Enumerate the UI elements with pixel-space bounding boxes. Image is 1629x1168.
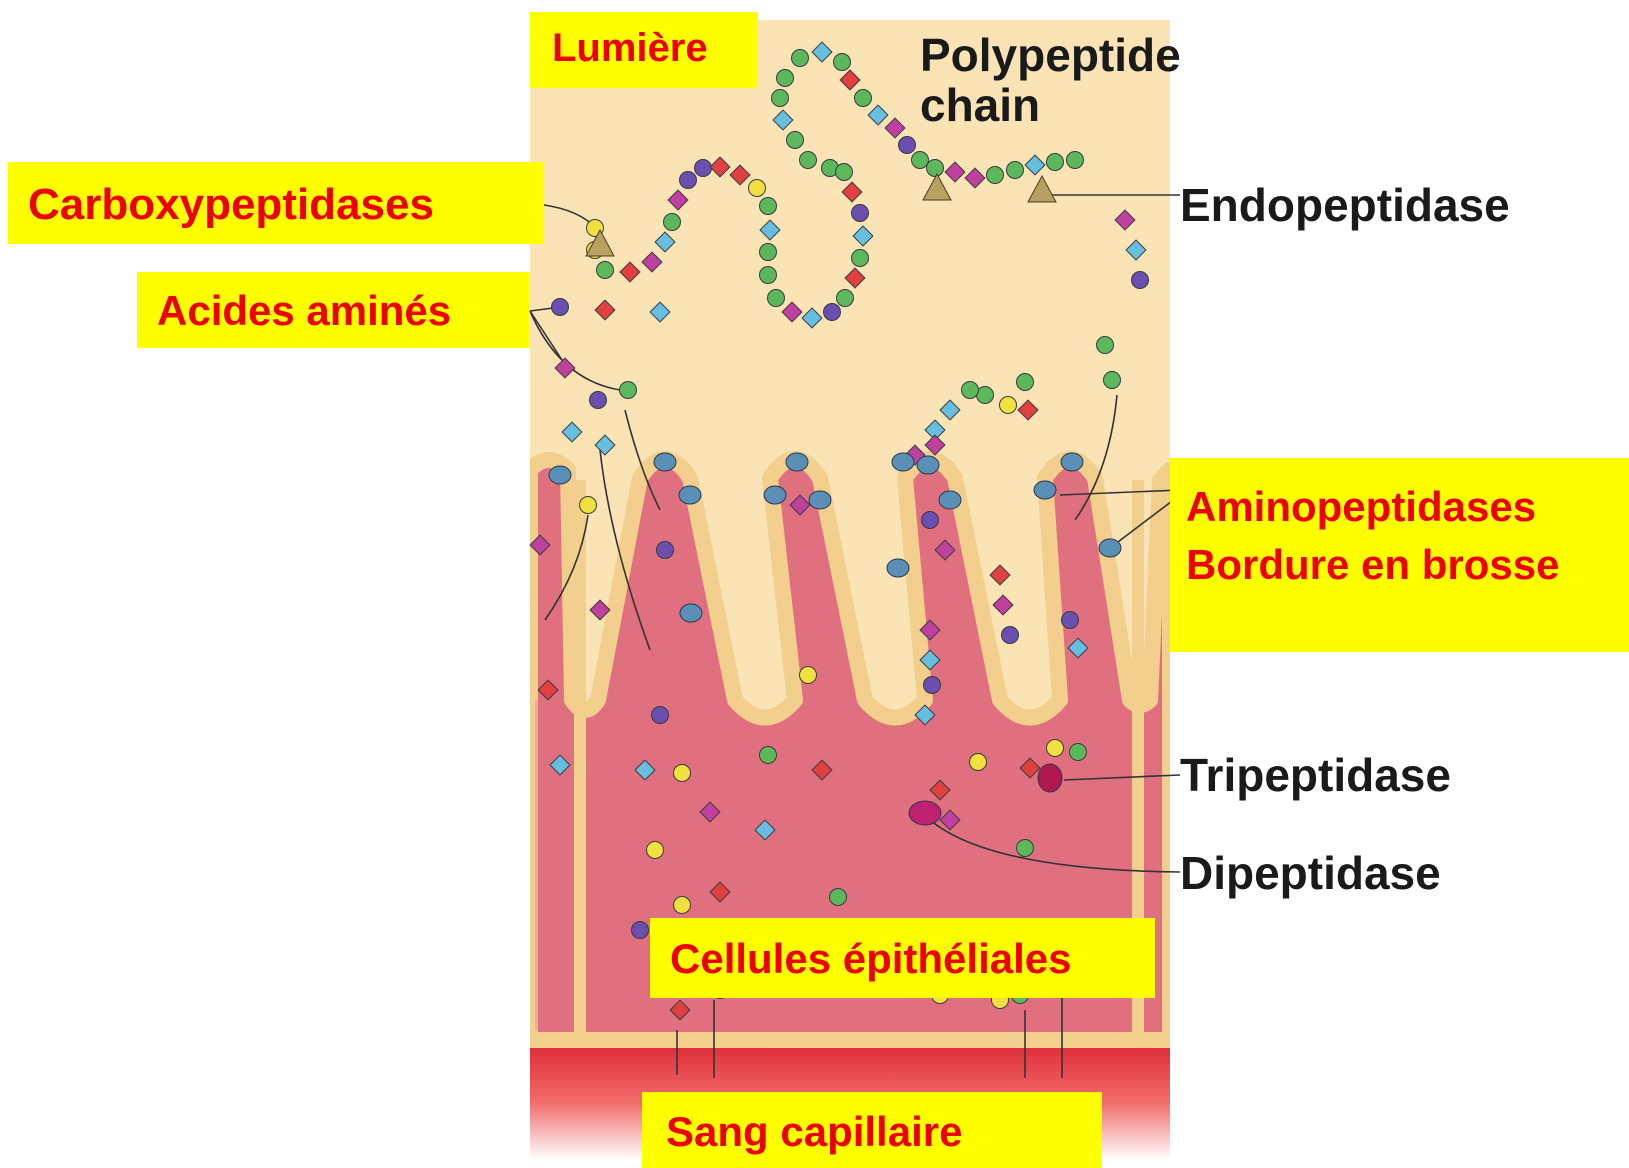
- amino-acid: [1002, 627, 1019, 644]
- amino-acid: [836, 164, 853, 181]
- amino-acid: [927, 160, 944, 177]
- amino-acid: [987, 167, 1004, 184]
- amino-acid: [590, 392, 607, 409]
- amino-acid: [749, 180, 766, 197]
- aminopeptidase-enzyme: [917, 456, 939, 474]
- aminopeptidase-enzyme: [1034, 481, 1056, 499]
- amino-acid: [1007, 162, 1024, 179]
- aminopeptidase-enzyme: [809, 491, 831, 509]
- label-sang-capillaire: Sang capillaire: [642, 1092, 1102, 1168]
- amino-acid: [674, 897, 691, 914]
- amino-acid: [1062, 612, 1079, 629]
- amino-acid: [1047, 154, 1064, 171]
- amino-acid: [970, 754, 987, 771]
- aminopeptidase-enzyme: [786, 453, 808, 471]
- aminopeptidase-enzyme: [892, 453, 914, 471]
- aminopeptidase-enzyme: [549, 466, 571, 484]
- amino-acid: [1000, 397, 1017, 414]
- cell-divider: [535, 700, 538, 1030]
- amino-acid: [760, 747, 777, 764]
- amino-acid: [657, 542, 674, 559]
- amino-acid: [852, 250, 869, 267]
- aminopeptidase-enzyme: [1061, 453, 1083, 471]
- amino-acid: [597, 262, 614, 279]
- aminopeptidase-enzyme: [679, 486, 701, 504]
- aminopeptidase-enzyme: [654, 453, 676, 471]
- amino-acid: [1017, 840, 1034, 857]
- amino-acid: [922, 512, 939, 529]
- amino-acid: [680, 172, 697, 189]
- amino-acid: [647, 842, 664, 859]
- amino-acid: [977, 387, 994, 404]
- label-aminopeptidases-box: Aminopeptidases Bordure en brosse: [1170, 458, 1629, 652]
- amino-acid: [772, 90, 789, 107]
- label-chain: chain: [920, 80, 1181, 130]
- amino-acid: [855, 90, 872, 107]
- aminopeptidase-enzyme: [1099, 539, 1121, 557]
- amino-acid: [695, 160, 712, 177]
- amino-acid: [962, 382, 979, 399]
- amino-acid: [632, 922, 649, 939]
- label-dipeptidase: Dipeptidase: [1180, 846, 1441, 900]
- amino-acid: [852, 205, 869, 222]
- amino-acid: [760, 267, 777, 284]
- amino-acid: [620, 382, 637, 399]
- amino-acid: [552, 299, 569, 316]
- label-acides-amines: Acides aminés: [137, 272, 529, 348]
- amino-acid: [899, 137, 916, 154]
- amino-acid: [760, 198, 777, 215]
- label-lumiere: Lumière: [530, 12, 758, 88]
- amino-acid: [664, 214, 681, 231]
- dipeptidase-enzyme: [909, 801, 941, 825]
- amino-acid: [768, 290, 785, 307]
- label-polypeptide: Polypeptide: [920, 30, 1181, 80]
- amino-acid: [1132, 272, 1149, 289]
- amino-acid: [792, 50, 809, 67]
- amino-acid: [1104, 372, 1121, 389]
- label-carboxypeptidases: Carboxypeptidases: [8, 162, 544, 244]
- amino-acid: [834, 54, 851, 71]
- amino-acid: [1067, 152, 1084, 169]
- amino-acid: [924, 677, 941, 694]
- amino-acid: [1070, 744, 1087, 761]
- amino-acid: [760, 244, 777, 261]
- amino-acid: [1097, 337, 1114, 354]
- amino-acid: [830, 889, 847, 906]
- aminopeptidase-enzyme: [939, 491, 961, 509]
- amino-acid: [824, 304, 841, 321]
- aminopeptidase-enzyme: [764, 486, 786, 504]
- aminopeptidase-enzyme: [680, 604, 702, 622]
- label-polypeptide-chain: Polypeptide chain: [920, 30, 1181, 130]
- label-bordure-en-brosse: Bordure en brosse: [1186, 536, 1629, 594]
- label-endopeptidase: Endopeptidase: [1180, 178, 1510, 232]
- tripeptidase-enzyme: [1038, 764, 1062, 792]
- label-aminopeptidases: Aminopeptidases: [1186, 478, 1629, 536]
- amino-acid: [652, 707, 669, 724]
- amino-acid: [580, 497, 597, 514]
- amino-acid: [787, 132, 804, 149]
- amino-acid: [912, 152, 929, 169]
- amino-acid: [674, 765, 691, 782]
- amino-acid: [800, 152, 817, 169]
- amino-acid: [837, 290, 854, 307]
- aminopeptidase-enzyme: [887, 559, 909, 577]
- amino-acid: [1047, 740, 1064, 757]
- amino-acid: [800, 667, 817, 684]
- amino-acid: [777, 70, 794, 87]
- amino-acid: [1017, 374, 1034, 391]
- label-tripeptidase: Tripeptidase: [1180, 748, 1451, 802]
- label-cellules-epitheliales: Cellules épithéliales: [650, 918, 1155, 998]
